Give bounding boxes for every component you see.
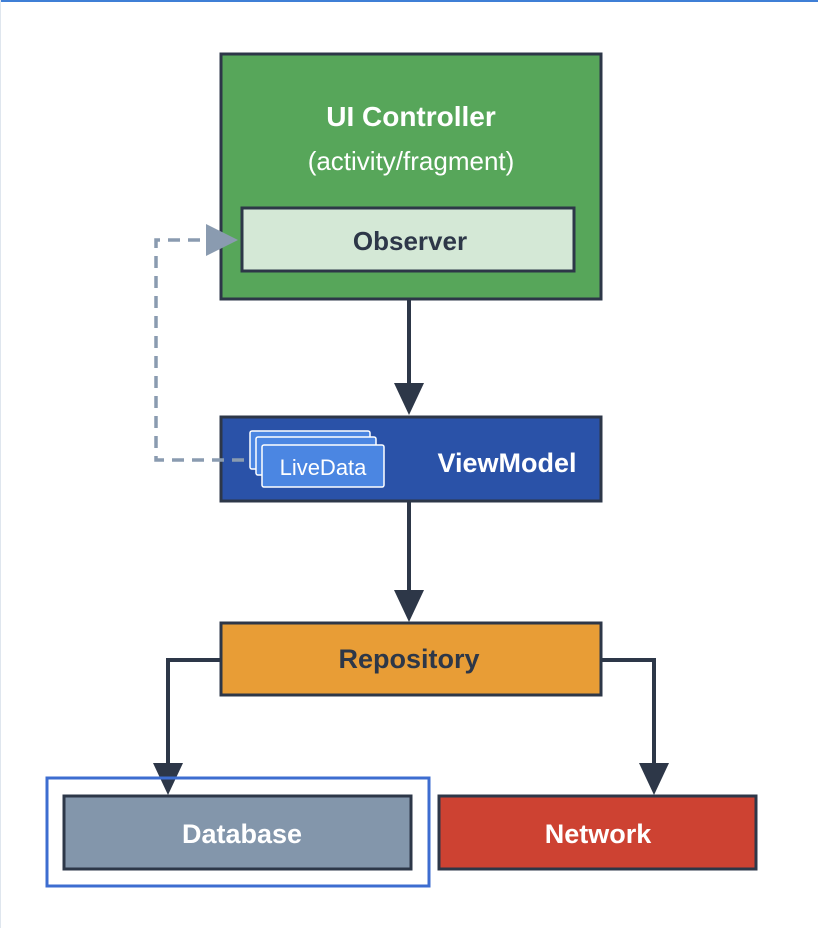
database-label: Database [182, 819, 302, 849]
ui-controller-subtitle: (activity/fragment) [308, 146, 515, 176]
connector-viewmodel-to-repository [394, 501, 424, 622]
livedata-stack[interactable]: LiveData [249, 430, 385, 488]
repository-label: Repository [338, 644, 479, 674]
observer-label: Observer [353, 226, 467, 256]
database-selection-outline [45, 776, 431, 888]
connector-repository-to-network [601, 658, 669, 795]
top-border [0, 0, 818, 2]
repository-box[interactable]: Repository [219, 621, 603, 697]
observe-connector [154, 224, 244, 462]
network-label: Network [545, 819, 653, 849]
network-box[interactable]: Network [437, 794, 758, 871]
livedata-label: LiveData [280, 455, 368, 480]
left-border [0, 0, 1, 928]
observer-box[interactable]: Observer [240, 206, 576, 273]
database-box[interactable]: Database [62, 794, 413, 871]
ui-controller-title: UI Controller [326, 101, 496, 132]
connector-ui-to-viewmodel [394, 300, 424, 415]
connector-repository-to-database [153, 658, 221, 795]
viewmodel-label: ViewModel [437, 448, 576, 478]
